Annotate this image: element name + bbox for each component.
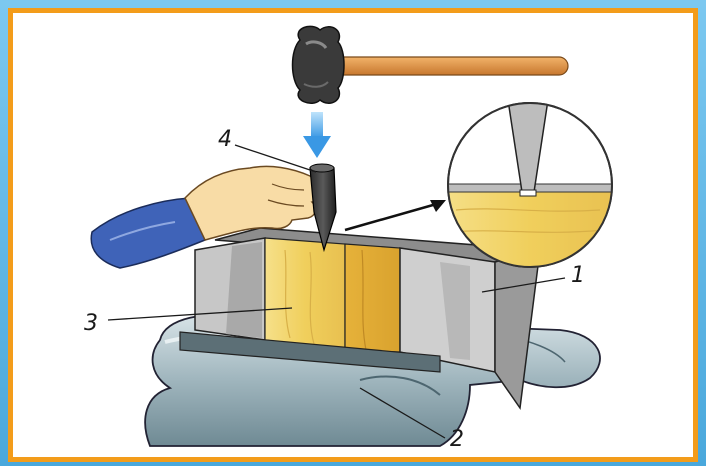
sleeve (90, 197, 206, 269)
label-jaw-plate: 1 (571, 263, 585, 288)
label-wood-block: 3 (84, 311, 98, 336)
label-vise-body: 2 (450, 427, 464, 452)
magnified-detail (344, 102, 613, 268)
hand-with-sleeve (90, 165, 336, 269)
wood-block (264, 237, 346, 351)
hammer-head (291, 25, 345, 104)
leader-lines (107, 144, 566, 439)
workpiece-assembly (179, 227, 541, 411)
strike-arrow (303, 112, 331, 158)
hand (184, 165, 336, 241)
center-punch (309, 163, 337, 253)
hammer-handle (317, 56, 569, 76)
hammer (291, 25, 569, 104)
label-center-punch: 4 (218, 127, 232, 152)
